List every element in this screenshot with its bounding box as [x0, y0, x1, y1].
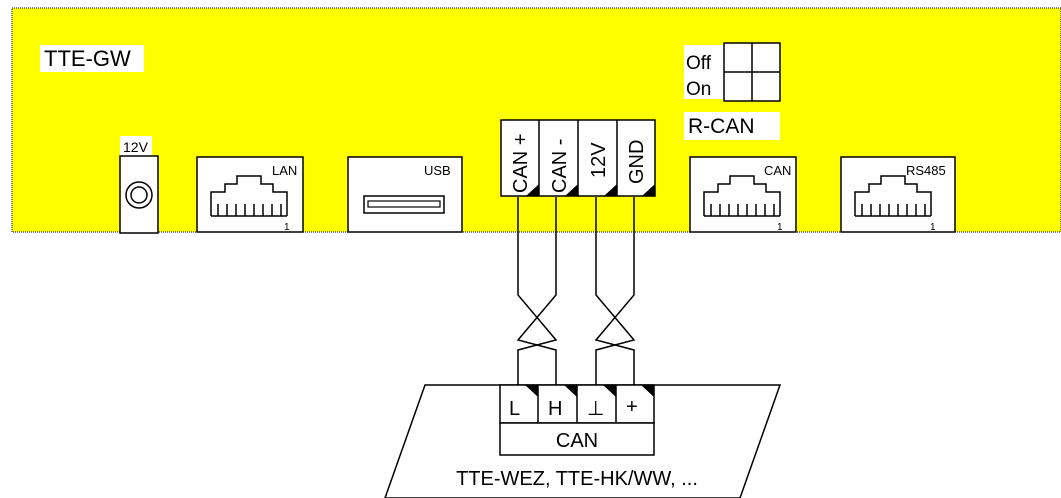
wire-can-plus	[517, 197, 558, 385]
power-jack: 12V	[119, 136, 159, 234]
switch-off-label: Off	[686, 53, 712, 74]
terminal-12v: 12V	[588, 142, 610, 178]
device-terminal-plus: +	[626, 396, 638, 418]
can-wires	[516, 197, 636, 385]
wire-can-minus	[516, 197, 557, 385]
terminal-can-plus: CAN +	[510, 134, 532, 193]
rs485-port-label: RS485	[906, 163, 946, 178]
device-terminal-block: L H ⊥ + CAN	[499, 384, 655, 456]
r-can-switch: Off On R-CAN	[684, 42, 781, 140]
lan-port: LAN 1	[196, 156, 304, 233]
gateway-terminal-block: CAN + CAN - 12V GND	[500, 119, 656, 197]
can-pin-label: 1	[777, 222, 783, 233]
device-bus-label: CAN	[556, 430, 598, 452]
can-port-label: CAN	[764, 163, 791, 178]
rs485-pin-label: 1	[930, 222, 936, 233]
device-terminal-gnd: ⊥	[587, 398, 604, 420]
can-port: CAN 1	[689, 156, 797, 233]
rj45-icon	[854, 175, 932, 216]
switch-name: R-CAN	[688, 115, 755, 138]
device-terminal-h: H	[548, 398, 562, 420]
gateway-title-bg	[40, 45, 144, 72]
wire-gnd	[594, 197, 635, 385]
rj45-icon	[703, 175, 781, 216]
device-terminal-l: L	[509, 398, 520, 420]
usb-port: USB	[347, 156, 463, 233]
lan-port-label: LAN	[272, 163, 297, 178]
switch-on-label: On	[686, 79, 711, 100]
gateway-title: TTE-GW	[44, 46, 131, 71]
wire-12v	[595, 197, 636, 385]
usb-port-label: USB	[424, 163, 451, 178]
power-jack-label: 12V	[123, 139, 149, 155]
terminal-can-minus: CAN -	[549, 139, 571, 193]
lan-pin-label: 1	[284, 222, 290, 233]
rs485-port: RS485 1	[840, 156, 956, 233]
device-name: TTE-WEZ, TTE-HK/WW, ...	[456, 468, 698, 490]
terminal-gnd: GND	[626, 140, 648, 184]
rj45-icon	[210, 175, 288, 216]
